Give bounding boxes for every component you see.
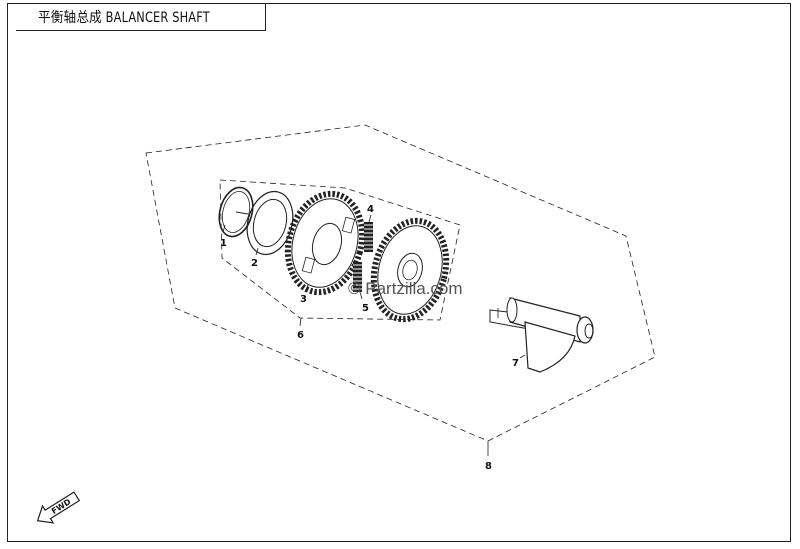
balancer-drive-gear bbox=[370, 217, 450, 323]
forward-arrow-icon: FWD bbox=[36, 491, 81, 524]
drawing-frame bbox=[7, 3, 791, 542]
leader-lines bbox=[222, 214, 526, 456]
diagram-title: 平衡轴总成 BALANCER SHAFT bbox=[38, 9, 210, 26]
spring-part-5 bbox=[353, 262, 362, 292]
assembly-boundary-8 bbox=[145, 124, 656, 442]
balancer-shaft-part-7 bbox=[489, 297, 594, 373]
callout-6: 6 bbox=[297, 330, 304, 341]
callout-2: 2 bbox=[251, 258, 258, 269]
callout-1: 1 bbox=[220, 238, 227, 249]
subassembly-boundary-6 bbox=[219, 179, 461, 321]
watermark: © Partzilla.com bbox=[348, 279, 463, 298]
callout-5: 5 bbox=[362, 303, 369, 314]
circlip-part-1 bbox=[218, 186, 254, 238]
callout-8: 8 bbox=[485, 461, 492, 472]
callout-4: 4 bbox=[367, 204, 374, 215]
gear-part-3 bbox=[284, 190, 366, 296]
callout-7: 7 bbox=[512, 358, 519, 369]
title-box: 平衡轴总成 BALANCER SHAFT bbox=[16, 3, 266, 31]
spring-part-4 bbox=[364, 222, 373, 252]
callout-3: 3 bbox=[300, 294, 307, 305]
